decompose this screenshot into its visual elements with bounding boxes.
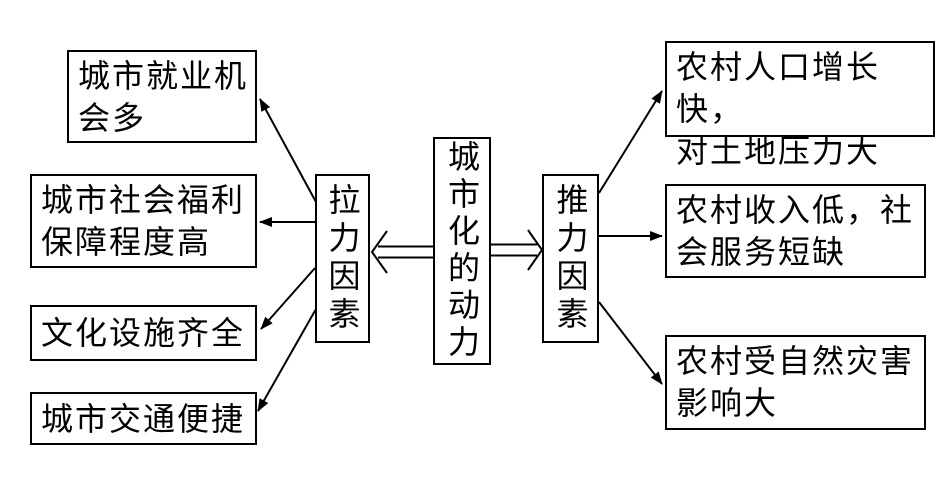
arrow-push-to-disaster <box>598 301 663 385</box>
arrow-pull-to-culture <box>260 267 316 330</box>
arrow-pull-to-transport <box>257 308 317 412</box>
box-cultural-facilities: 文化设施齐全 <box>30 305 257 361</box>
double-arrow-right-icon <box>491 229 544 271</box>
box-rural-income-services: 农村收入低，社 会服务短缺 <box>665 184 926 278</box>
arrow-pull-to-jobs <box>259 98 317 203</box>
double-arrow-left-icon <box>370 230 433 274</box>
box-rural-population-pressure: 农村人口增长快， 对土地压力大 <box>665 41 935 170</box>
box-urban-transport: 城市交通便捷 <box>30 392 257 445</box>
center-urbanization-box: 城市化的动力 <box>433 137 491 365</box>
box-social-welfare: 城市社会福利 保障程度高 <box>30 174 257 268</box>
pull-factors-label-box: 拉力因素 <box>315 174 370 343</box>
push-factors-label-box: 推力因素 <box>542 174 599 343</box>
arrow-push-to-population <box>598 90 663 194</box>
box-urban-jobs: 城市就业机 会多 <box>67 50 257 143</box>
box-natural-disaster-impact: 农村受自然灾害 影响大 <box>665 335 926 430</box>
